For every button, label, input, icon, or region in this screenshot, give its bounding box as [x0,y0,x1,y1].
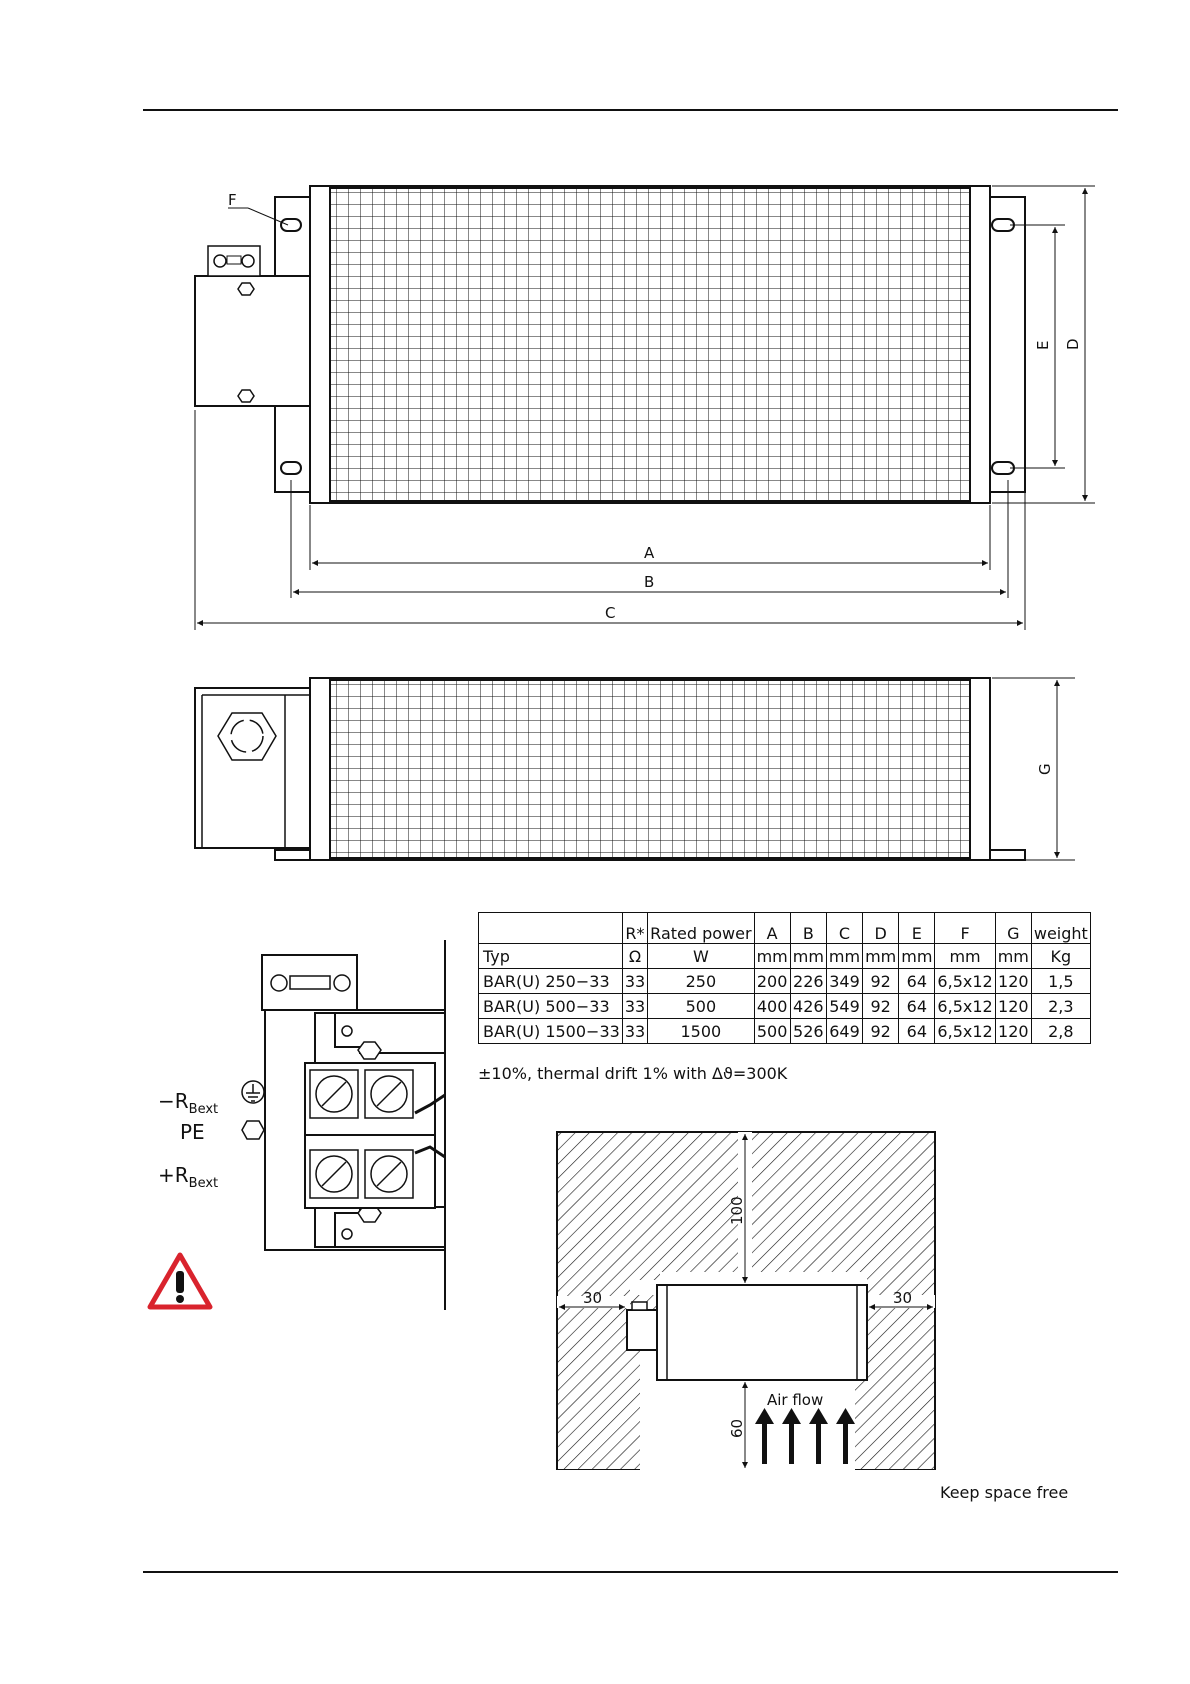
table-cell: 226 [789,968,827,994]
terminal-screw [364,1069,414,1119]
table-cell: mm [994,943,1032,969]
dim-label-c: C [605,604,615,622]
table-cell: E [898,912,936,944]
terminal-screw [309,1149,359,1199]
warning-icon [147,1252,213,1310]
table-cell: 1,5 [1030,968,1091,994]
dim-label-e: E [1034,341,1052,350]
pe-nut-icon [241,1120,265,1140]
table-cell: 250 [647,968,755,994]
table-cell: 33 [621,993,649,1019]
table-cell: 33 [621,968,649,994]
table-cell: R* [621,912,649,944]
table-cell: 1500 [647,1018,755,1044]
terminal-label-minus: −RBext [158,1089,219,1117]
table-cell: mm [825,943,864,969]
table-cell [478,912,623,944]
table-cell: 33 [621,1018,649,1044]
table-cell: C [825,912,864,944]
dim-label-a: A [644,544,655,562]
table-cell: mm [898,943,936,969]
dim-label-g: G [1036,763,1054,775]
table-cell: 200 [753,968,791,994]
dim-label-d: D [1064,338,1082,350]
table-cell: 526 [789,1018,827,1044]
terminal-wiring-detail [241,940,446,1310]
table-cell: 400 [753,993,791,1019]
table-cell: 120 [994,993,1032,1019]
terminal-label-pe: PE [180,1120,205,1144]
table-cell: 64 [898,993,936,1019]
ground-icon [241,1080,265,1104]
terminal-screw [309,1069,359,1119]
table-cell: 500 [647,993,755,1019]
terminal-screw [364,1149,414,1199]
terminal-box [194,275,311,407]
resistor-top-view-drawing: F A B C E D [194,185,1095,630]
footer-rule [143,1571,1118,1573]
airflow-label: Air flow [767,1391,823,1409]
table-cell: 349 [825,968,864,994]
table-cell: 92 [862,1018,900,1044]
table-cell: 6,5x12 [934,1018,996,1044]
table-cell: Rated power [647,912,755,944]
table-cell: 2,3 [1030,993,1091,1019]
clearance-caption: Keep space free [940,1483,1069,1502]
mounting-slot [280,461,302,475]
airflow-arrows-icon [755,1408,855,1464]
table-footnote: ±10%, thermal drift 1% with Δϑ=300K [478,1064,788,1083]
table-cell: 120 [994,1018,1032,1044]
table-cell: 6,5x12 [934,968,996,994]
table-cell: mm [789,943,827,969]
dim-label-b: B [644,573,654,591]
table-cell: Kg [1030,943,1091,969]
table-cell: mm [753,943,791,969]
table-cell: Typ [478,943,623,969]
table-cell: 426 [789,993,827,1019]
clearance-diagram: 100 30 30 60 Air flow [556,1131,936,1470]
grille-mesh [329,187,971,502]
resistor-outline [656,1284,868,1381]
table-cell: 92 [862,968,900,994]
table-cell: BAR(U) 1500−33 [478,1018,623,1044]
table-cell: weight [1030,912,1091,944]
resistor-side-view-drawing: G [194,677,1075,861]
table-cell: 649 [825,1018,864,1044]
table-cell: mm [934,943,996,969]
dim-label-f: F [228,191,237,209]
table-cell: A [753,912,791,944]
table-cell: B [789,912,827,944]
header-rule [143,109,1118,111]
clearance-left-label: 30 [583,1289,602,1307]
table-cell: 2,8 [1030,1018,1091,1044]
table-cell: BAR(U) 250−33 [478,968,623,994]
table-cell: 120 [994,968,1032,994]
table-cell: 6,5x12 [934,993,996,1019]
table-cell: 92 [862,993,900,1019]
clearance-top-label: 100 [728,1196,746,1225]
table-cell: Ω [621,943,649,969]
table-cell: BAR(U) 500−33 [478,993,623,1019]
table-cell: 500 [753,1018,791,1044]
terminal-label-plus: +RBext [158,1163,219,1191]
cable-gland [217,712,277,761]
table-cell: F [934,912,996,944]
table-cell: 64 [898,1018,936,1044]
mounting-slot [280,218,302,232]
table-cell: G [994,912,1032,944]
table-cell: mm [862,943,900,969]
clearance-right-label: 30 [893,1289,912,1307]
grille-mesh [329,679,971,859]
table-cell: 549 [825,993,864,1019]
table-cell: W [647,943,755,969]
clearance-bottom-label: 60 [728,1419,746,1438]
table-cell: 64 [898,968,936,994]
table-cell: D [862,912,900,944]
